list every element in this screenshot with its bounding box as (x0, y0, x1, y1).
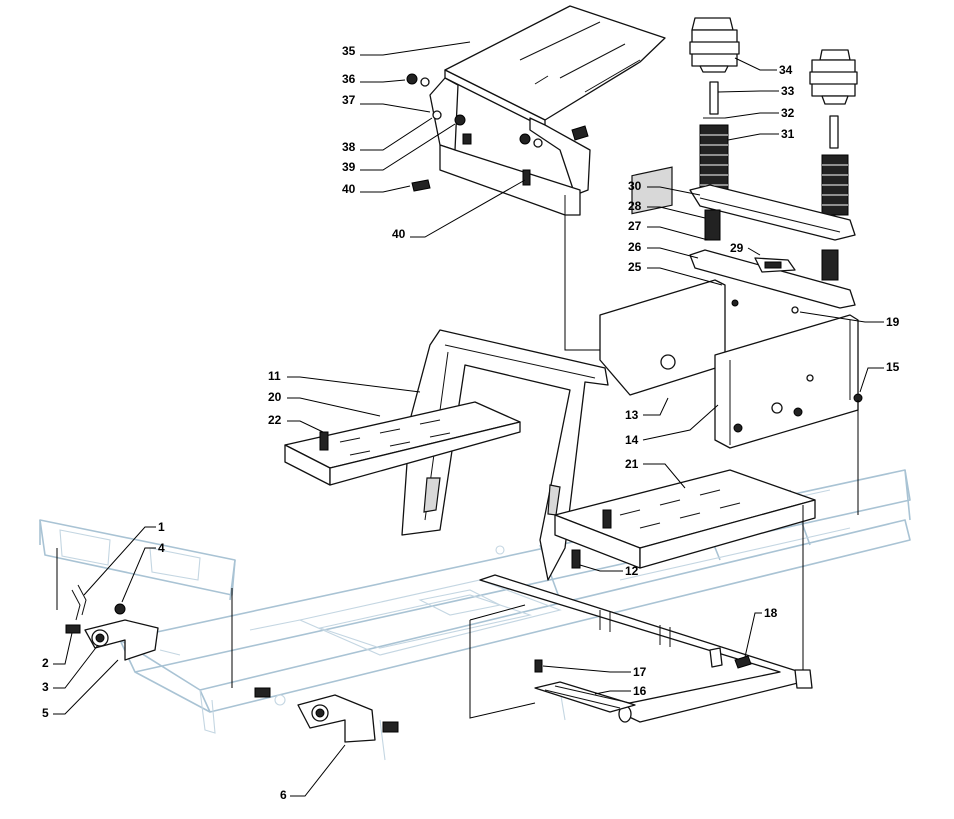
svg-text:39: 39 (342, 160, 356, 174)
callout-20: 20 (268, 390, 381, 417)
left-footplate (284, 401, 521, 486)
bracket-6 (254, 687, 399, 743)
callout-14: 14 (625, 404, 719, 447)
svg-text:33: 33 (781, 84, 795, 98)
callout-26: 26 (628, 240, 699, 259)
right-footplate (554, 469, 816, 569)
callout-19: 19 (799, 311, 900, 329)
callout-15: 15 (859, 360, 900, 393)
svg-text:34: 34 (779, 63, 793, 77)
callout-37: 37 (342, 93, 431, 113)
pin-2 (65, 624, 81, 634)
svg-text:11: 11 (268, 369, 281, 383)
svg-text:40: 40 (392, 227, 406, 241)
svg-text:2: 2 (42, 656, 49, 670)
assembly-lines (56, 220, 859, 719)
svg-text:13: 13 (625, 408, 639, 422)
svg-text:37: 37 (342, 93, 356, 107)
svg-text:25: 25 (628, 260, 642, 274)
screw-40 (411, 179, 431, 192)
seat-pan (429, 5, 666, 240)
svg-text:6: 6 (280, 788, 287, 802)
svg-text:16: 16 (633, 684, 647, 698)
bolt-36 (406, 73, 418, 85)
callout-16: 16 (594, 684, 647, 698)
svg-text:28: 28 (628, 199, 642, 213)
callout-1: 1 (83, 520, 165, 596)
svg-text:4: 4 (158, 541, 165, 555)
callout-29: 29 (730, 241, 761, 256)
svg-text:30: 30 (628, 179, 642, 193)
callout-5: 5 (42, 659, 119, 720)
callout-32: 32 (724, 106, 795, 120)
callout-31: 31 (727, 127, 795, 141)
callout-6: 6 (280, 744, 346, 802)
svg-text:40: 40 (342, 182, 356, 196)
callout-25: 25 (628, 260, 723, 286)
svg-text:15: 15 (886, 360, 900, 374)
svg-text:29: 29 (730, 241, 744, 255)
seat-support-plates (599, 166, 863, 449)
seat-hardware (406, 73, 589, 192)
svg-text:14: 14 (625, 433, 639, 447)
callout-13: 13 (625, 397, 669, 422)
svg-text:19: 19 (886, 315, 900, 329)
bracket-5 (65, 584, 159, 661)
callout-2: 2 (42, 632, 73, 670)
clip-1 (77, 584, 87, 616)
bolt-18 (734, 655, 752, 669)
callout-40a: 40 (342, 182, 411, 196)
svg-text:21: 21 (625, 457, 639, 471)
callout-17: 17 (542, 665, 647, 679)
callout-39: 39 (342, 123, 456, 174)
callout-4: 4 (121, 541, 165, 603)
seat-springs (689, 17, 858, 309)
svg-text:36: 36 (342, 72, 356, 86)
svg-text:20: 20 (268, 390, 282, 404)
svg-text:18: 18 (764, 606, 778, 620)
callout-40b: 40 (392, 179, 526, 241)
svg-text:26: 26 (628, 240, 642, 254)
callout-30: 30 (628, 179, 701, 196)
washer-38 (432, 110, 442, 120)
svg-text:35: 35 (342, 44, 356, 58)
svg-text:3: 3 (42, 680, 49, 694)
callout-33: 33 (717, 84, 795, 98)
svg-text:12: 12 (625, 564, 639, 578)
callout-35: 35 (342, 41, 471, 58)
svg-text:1: 1 (158, 520, 165, 534)
svg-text:22: 22 (268, 413, 282, 427)
screw-17 (534, 659, 543, 673)
svg-text:38: 38 (342, 140, 356, 154)
nut-4 (114, 603, 126, 615)
callout-18: 18 (744, 606, 778, 658)
callout-36: 36 (342, 72, 406, 86)
svg-text:31: 31 (781, 127, 795, 141)
callout-12: 12 (579, 564, 639, 578)
svg-text:17: 17 (633, 665, 647, 679)
callout-34: 34 (734, 57, 793, 77)
callout-11: 11 (268, 369, 421, 393)
screw-22 (319, 431, 329, 451)
svg-text:32: 32 (781, 106, 795, 120)
callout-21: 21 (625, 457, 686, 489)
svg-text:27: 27 (628, 219, 642, 233)
pedal-linkage (479, 574, 813, 723)
nut-39 (454, 114, 466, 126)
callout-28: 28 (628, 199, 706, 219)
callout-3: 3 (42, 644, 99, 694)
callouts: 35 36 37 38 39 40 40 34 33 32 31 30 28 2… (42, 41, 900, 802)
callout-27: 27 (628, 219, 709, 241)
callout-22: 22 (268, 413, 324, 433)
callout-38: 38 (342, 117, 433, 154)
svg-text:5: 5 (42, 706, 49, 720)
